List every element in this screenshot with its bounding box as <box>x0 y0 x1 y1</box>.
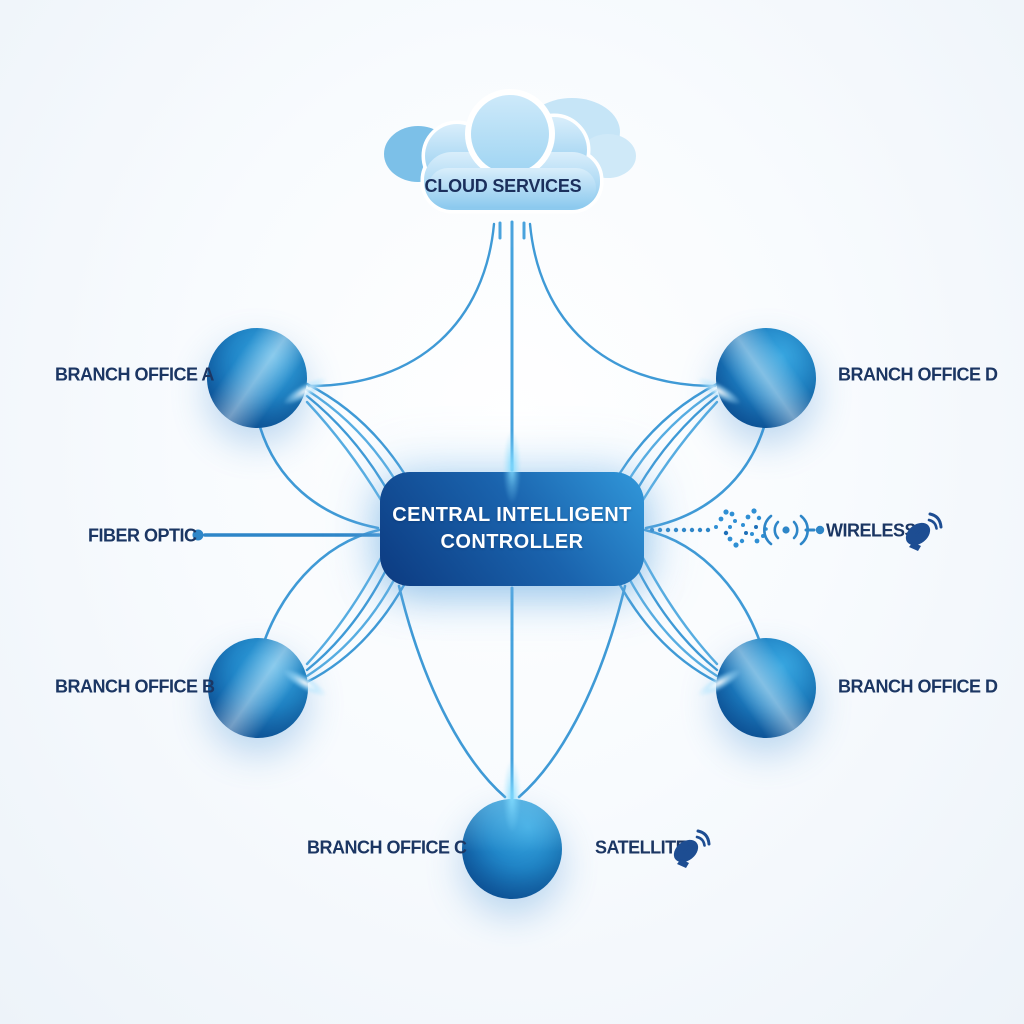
node-light-streak <box>716 328 816 428</box>
label-satellite: SATELLITE <box>595 837 688 858</box>
node-light-streak <box>208 638 308 738</box>
node-light-streak <box>462 799 562 899</box>
node-branch-office-d-bottom <box>716 638 816 738</box>
wireless-scatter-dots <box>714 508 768 548</box>
node-light-streak <box>207 328 307 428</box>
wireless-signal-icon <box>763 514 809 546</box>
cloud-services-shape: CLOUD SERVICES <box>382 82 638 234</box>
label-branch-office-c: BRANCH OFFICE C <box>307 837 467 858</box>
fiber-optic-line <box>192 529 381 541</box>
label-wireless: WIRELESS <box>826 520 917 541</box>
label-branch-office-a: BRANCH OFFICE A <box>55 364 214 385</box>
label-fiber-optic: FIBER OPTIC <box>88 525 197 546</box>
satellite-dish-icon <box>668 824 714 875</box>
node-branch-office-d-top <box>716 328 816 428</box>
node-branch-office-a <box>207 328 307 428</box>
wireless-connector-dot <box>804 525 825 535</box>
label-branch-office-d-bottom: BRANCH OFFICE D <box>838 676 998 697</box>
label-branch-office-d-top: BRANCH OFFICE D <box>838 364 998 385</box>
central-intelligent-controller: CENTRAL INTELLIGENT CONTROLLER <box>380 472 644 586</box>
wireless-dotted-line <box>649 527 711 533</box>
node-branch-office-b <box>208 638 308 738</box>
controller-label-line1: CENTRAL INTELLIGENT <box>392 504 632 526</box>
cloud-link-dashes <box>498 221 526 248</box>
cloud-icon <box>384 89 636 214</box>
cloud-services-label: CLOUD SERVICES <box>424 176 582 196</box>
satellite-dish-icon <box>900 507 946 558</box>
controller-label-line2: CONTROLLER <box>440 531 584 553</box>
node-branch-office-c <box>462 799 562 899</box>
label-branch-office-b: BRANCH OFFICE B <box>55 676 215 697</box>
node-light-streak <box>716 638 816 738</box>
